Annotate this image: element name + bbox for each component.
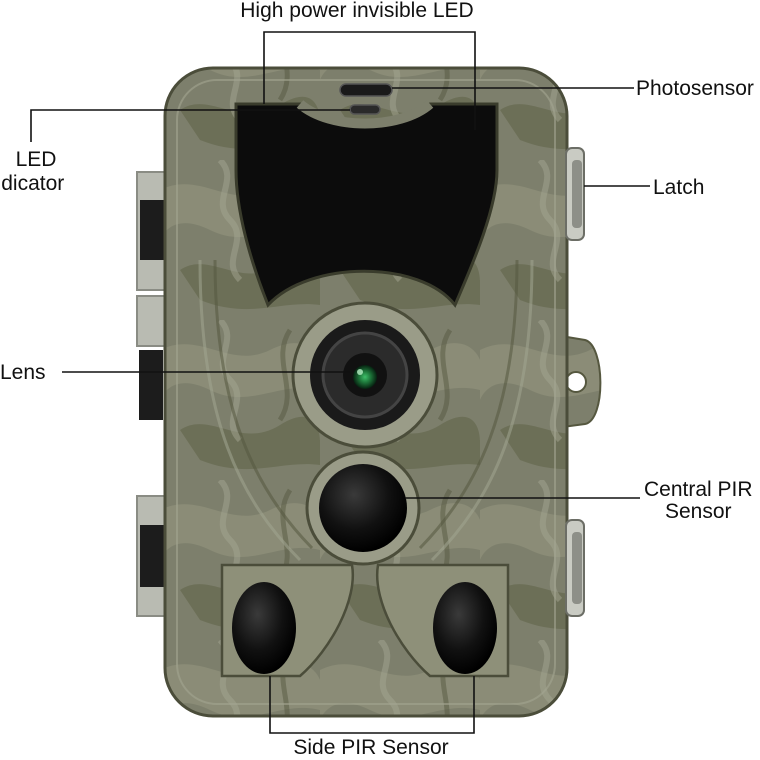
label-latch: Latch	[653, 176, 704, 199]
lens-assembly	[291, 301, 439, 449]
led-indicator-window	[349, 104, 381, 115]
camera-body	[136, 66, 602, 718]
photosensor-window	[339, 83, 393, 97]
label-photosensor: Photosensor	[636, 77, 754, 100]
label-led-indicator-line1: LED	[16, 148, 57, 171]
central-pir-sensor	[305, 450, 421, 566]
latch-top	[565, 147, 585, 241]
leader-high-power-led	[263, 31, 476, 130]
side-pir-sensor-left	[220, 563, 355, 678]
label-central-pir-line2: Sensor	[665, 500, 732, 523]
leader-led-indicator	[30, 109, 350, 142]
label-high-power-led: High power invisible LED	[240, 0, 473, 22]
label-central-pir-line1: Central PIR	[644, 478, 753, 501]
label-led-indicator-line2: Indicator	[0, 172, 64, 195]
latch-bottom	[565, 519, 585, 617]
leader-lines	[30, 31, 650, 734]
leader-side-pir	[269, 676, 475, 734]
label-lens: Lens	[0, 361, 46, 384]
mounting-hole	[565, 371, 587, 393]
label-side-pir: Side PIR Sensor	[293, 736, 448, 759]
side-pir-sensor-right	[375, 563, 510, 678]
